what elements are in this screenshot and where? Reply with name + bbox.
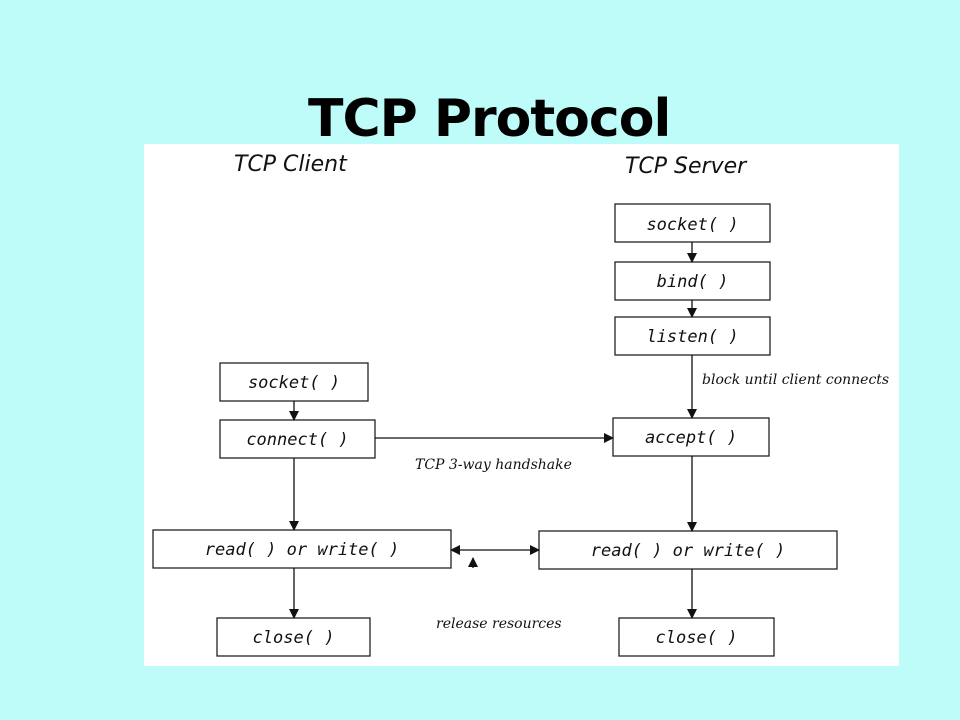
server-close-label: close( ) bbox=[656, 628, 738, 648]
diagram-panel: TCP Client TCP Server socket( ) bind( ) … bbox=[144, 144, 899, 666]
client-header: TCP Client bbox=[234, 152, 348, 177]
server-close-box: close( ) bbox=[618, 617, 775, 657]
server-listen-label: listen( ) bbox=[646, 327, 738, 347]
server-socket-label: socket( ) bbox=[646, 215, 738, 235]
server-bind-box: bind( ) bbox=[614, 261, 771, 301]
slide-title: TCP Protocol bbox=[308, 89, 671, 149]
note-three-way-handshake: TCP 3-way handshake bbox=[415, 457, 572, 473]
server-accept-label: accept( ) bbox=[645, 428, 737, 448]
client-socket-label: socket( ) bbox=[248, 373, 340, 393]
server-accept-box: accept( ) bbox=[612, 417, 770, 457]
server-bind-label: bind( ) bbox=[657, 272, 729, 292]
client-read-write-label: read( ) or write( ) bbox=[205, 540, 399, 560]
server-read-write-label: read( ) or write( ) bbox=[591, 541, 785, 561]
client-close-box: close( ) bbox=[216, 617, 371, 657]
note-block-until-connect: block until client connects bbox=[702, 372, 889, 388]
tcp-flow-diagram: TCP Client TCP Server socket( ) bind( ) … bbox=[152, 152, 889, 657]
server-read-write-box: read( ) or write( ) bbox=[538, 530, 838, 570]
client-socket-box: socket( ) bbox=[219, 362, 369, 402]
server-listen-box: listen( ) bbox=[614, 316, 771, 356]
server-header: TCP Server bbox=[625, 154, 748, 179]
client-connect-label: connect( ) bbox=[246, 430, 348, 450]
client-close-label: close( ) bbox=[253, 628, 335, 648]
note-release-resources: release resources bbox=[436, 616, 562, 632]
client-read-write-box: read( ) or write( ) bbox=[152, 529, 452, 569]
server-socket-box: socket( ) bbox=[614, 203, 771, 243]
client-connect-box: connect( ) bbox=[219, 419, 376, 459]
